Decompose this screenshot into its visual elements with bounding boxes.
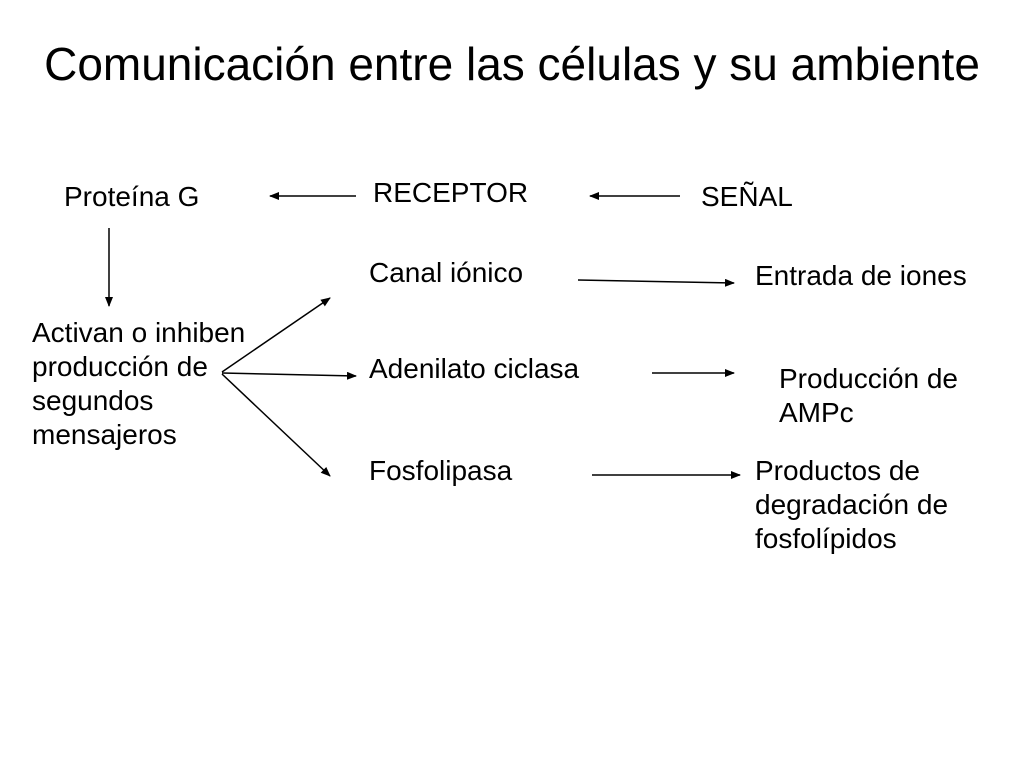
node-second-messengers: Activan o inhiben producción de segundos… [32,317,246,450]
node-senal: SEÑAL [701,181,793,212]
arrow-canal-to-entrada [577,278,735,287]
node-entrada-iones: Entrada de iones [755,260,967,291]
node-adenilato-ciclasa: Adenilato ciclasa [369,353,580,384]
node-produccion-ampc: Producción de AMPc [779,363,959,428]
node-fosfolipasa: Fosfolipasa [369,455,513,486]
node-productos-degradacion: Productos de degradación de fosfolípidos [755,455,949,554]
node-proteina-g: Proteína G [64,181,200,212]
node-receptor: RECEPTOR [373,177,529,208]
node-canal-ionico: Canal iónico [369,257,524,288]
slide-title: Comunicación entre las células y su ambi… [44,38,980,90]
